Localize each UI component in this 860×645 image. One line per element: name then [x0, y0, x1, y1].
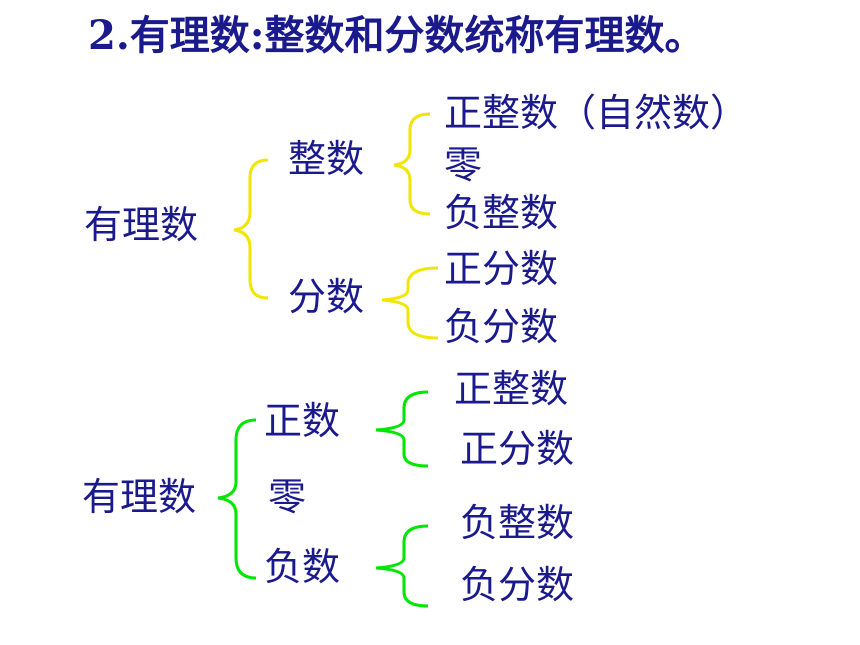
slide-title: 2.有理数:整数和分数统称有理数。	[88, 12, 705, 59]
integer-child-positive: 正整数（自然数）	[444, 91, 749, 135]
brace-root-sign	[217, 418, 257, 580]
brace-fraction	[381, 266, 439, 340]
brace-negative	[375, 524, 429, 608]
brace-positive	[375, 390, 429, 468]
fraction-child-negative: 负分数	[444, 305, 559, 349]
brace-integer	[393, 112, 431, 216]
brace-root-type	[233, 158, 269, 300]
integer-child-negative: 负整数	[444, 191, 559, 235]
integer-child-zero: 零	[444, 143, 483, 187]
zero-label: 零	[268, 475, 307, 519]
integer-label: 整数	[288, 137, 365, 181]
positive-label: 正数	[264, 399, 341, 443]
negative-label: 负数	[264, 545, 341, 589]
positive-child-integer: 正整数	[454, 367, 569, 411]
negative-child-fraction: 负分数	[460, 563, 575, 607]
fraction-child-positive: 正分数	[444, 247, 559, 291]
root-label-type: 有理数	[84, 203, 199, 247]
negative-child-integer: 负整数	[460, 501, 575, 545]
fraction-label: 分数	[288, 275, 365, 319]
positive-child-fraction: 正分数	[460, 427, 575, 471]
root-label-sign: 有理数	[82, 475, 197, 519]
